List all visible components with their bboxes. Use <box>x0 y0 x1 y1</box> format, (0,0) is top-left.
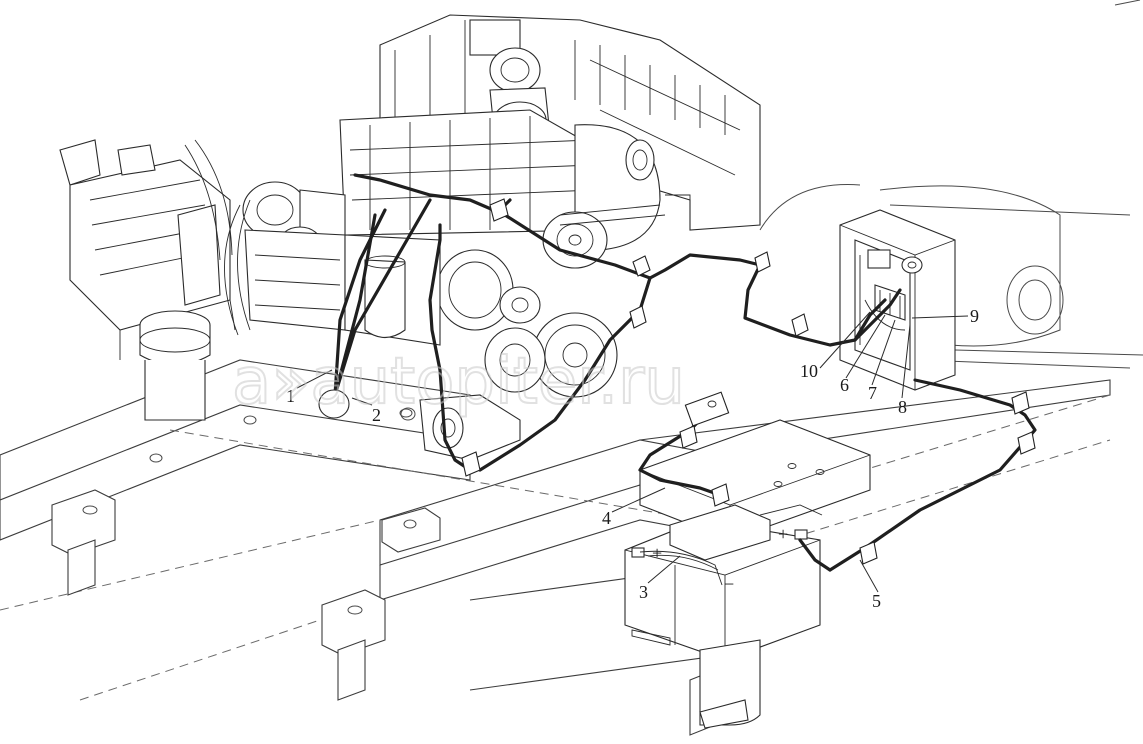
battery-negative-sign: − <box>724 574 734 594</box>
battery-icon <box>624 419 871 729</box>
harness-clamps <box>461 198 1036 565</box>
electrical-box-icon <box>839 209 956 391</box>
callout-1: 1 <box>286 386 295 406</box>
battery-positive-sign: + <box>652 543 662 563</box>
callout-3: 3 <box>639 582 648 602</box>
battery2-positive-sign: + <box>778 524 788 544</box>
frame-posts <box>51 489 441 701</box>
left-engine-mount <box>59 139 236 421</box>
callout-4: 4 <box>602 508 611 528</box>
callout-8: 8 <box>898 397 907 417</box>
engine-assembly-icon <box>224 14 761 461</box>
callout-leaders <box>296 311 969 593</box>
callout-7: 7 <box>868 383 877 403</box>
callout-9: 9 <box>970 306 979 326</box>
callout-10: 10 <box>800 361 818 381</box>
sensor-bulb <box>318 389 350 419</box>
callout-labels: 1 2 3 4 5 6 7 8 9 10 <box>286 306 979 611</box>
callout-5: 5 <box>872 591 881 611</box>
watermark: a»autopiter.ru <box>232 345 685 419</box>
callout-2: 2 <box>372 405 381 425</box>
callout-6: 6 <box>840 375 849 395</box>
